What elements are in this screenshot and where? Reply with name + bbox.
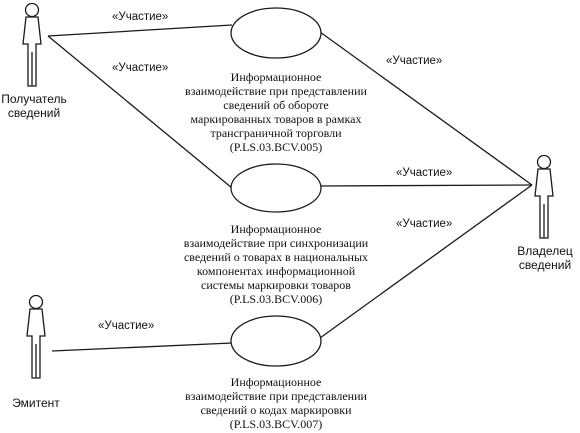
- use-case-1-line-6: (P.LS.03.BCV.005): [229, 140, 323, 154]
- use-case-ellipse-2[interactable]: [230, 163, 322, 213]
- use-case-ellipse-1[interactable]: [230, 7, 322, 59]
- use-case-2-line-3: сведений о товарах в национальных: [183, 250, 369, 264]
- actor-issuer-label: Эмитент: [6, 396, 66, 410]
- association-recipient-uc1: [47, 24, 233, 37]
- actor-owner-label-line2: сведений: [518, 258, 572, 272]
- use-case-3-line-4: (P.LS.03.BCV.007): [229, 417, 323, 431]
- use-case-label-1: Информационное взаимодействие при предст…: [146, 70, 406, 154]
- association-owner-uc1: [319, 31, 533, 186]
- actor-issuer-figure[interactable]: [26, 294, 46, 379]
- use-case-2-line-2: взаимодействие при синхронизации: [183, 236, 369, 250]
- use-case-2-line-6: (P.LS.03.BCV.006): [229, 292, 323, 306]
- use-case-label-3: Информационное взаимодействие при предст…: [146, 375, 406, 431]
- association-label-owner-uc2: «Участие»: [396, 167, 453, 179]
- use-case-1-line-2: взаимодействие при представлении: [185, 84, 367, 98]
- use-case-3-line-1: Информационное: [230, 375, 322, 389]
- association-issuer-uc3: [51, 342, 233, 352]
- use-case-label-2: Информационное взаимодействие при синхро…: [146, 222, 406, 306]
- actor-recipient-label: Получатель сведений: [0, 92, 68, 120]
- actor-recipient-label-line1: Получатель: [1, 92, 67, 106]
- actor-recipient-label-line2: сведений: [7, 106, 61, 120]
- association-owner-uc2: [316, 184, 533, 187]
- actor-owner-label: Владелец сведений: [512, 244, 578, 272]
- use-case-1-line-3: сведений об обороте: [223, 98, 329, 112]
- actor-owner-figure[interactable]: [534, 154, 554, 239]
- use-case-ellipse-3[interactable]: [230, 315, 322, 367]
- use-case-1-line-4: маркированных товаров в рамках: [190, 112, 362, 126]
- actor-owner-label-line1: Владелец: [517, 244, 573, 258]
- actor-issuer-label-line1: Эмитент: [12, 396, 60, 410]
- association-label-owner-uc1: «Участие»: [386, 55, 443, 67]
- use-case-1-line-5: трансграничной торговли: [210, 126, 342, 140]
- use-case-2-line-5: системы маркировки товаров: [201, 278, 351, 292]
- association-label-recipient-uc1: «Участие»: [112, 11, 169, 23]
- association-label-recipient-uc2: «Участие»: [112, 62, 169, 74]
- association-recipient-uc2: [47, 35, 233, 189]
- use-case-2-line-1: Информационное: [230, 222, 322, 236]
- use-case-3-line-2: взаимодействие при представлении: [185, 389, 367, 403]
- use-case-3-line-3: сведений о кодах маркировки: [200, 403, 352, 417]
- actor-recipient-figure[interactable]: [22, 2, 42, 87]
- association-label-owner-uc3: «Участие»: [396, 218, 453, 230]
- use-case-1-line-1: Информационное: [230, 70, 322, 84]
- use-case-2-line-4: компонентах информационной: [196, 264, 356, 278]
- association-owner-uc3: [319, 184, 533, 339]
- association-label-issuer-uc3: «Участие»: [98, 320, 155, 332]
